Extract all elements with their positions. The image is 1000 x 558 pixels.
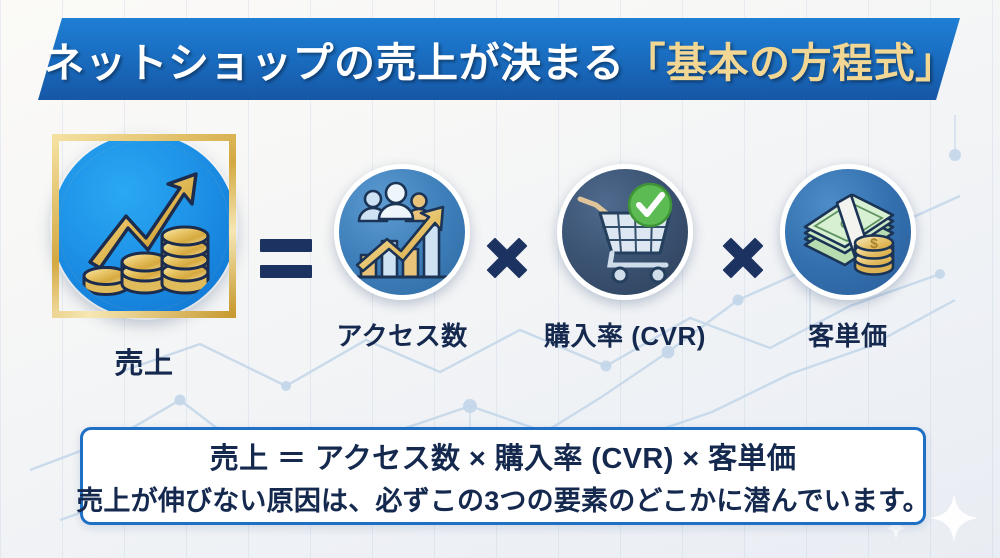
operator-times-1	[470, 190, 544, 326]
growth-chart-coins-icon	[82, 172, 210, 296]
equals-icon	[260, 238, 312, 278]
formula-box: 売上 ＝ アクセス数 × 購入率 (CVR) × 客単価 売上が伸びない原因は、…	[76, 427, 930, 525]
term-aov-label: 客単価	[808, 320, 888, 351]
term-aov[interactable]: $ 客単価	[779, 163, 916, 353]
operator-times-2	[706, 190, 780, 326]
access-circle	[334, 163, 470, 300]
people-bar-chart-arrow-icon	[353, 181, 449, 278]
equation-row: 売上	[0, 128, 1000, 388]
term-cvr[interactable]: 購入率 (CVR)	[544, 163, 706, 353]
cash-stack-coins-icon: $	[803, 193, 895, 276]
multiply-icon	[486, 237, 528, 279]
term-access-label: アクセス数	[336, 320, 468, 351]
sparkle-icon	[930, 494, 978, 542]
formula-description-text: 売上が伸びない原因は、必ずこの3つの要素のどこかに潜んでいます。	[76, 485, 930, 516]
multiply-icon-2	[722, 237, 764, 279]
formula-equation-text: 売上 ＝ アクセス数 × 購入率 (CVR) × 客単価	[209, 442, 797, 475]
title-accent-text: 「基本の方程式」	[624, 40, 957, 86]
shopping-cart-check-icon	[577, 182, 673, 283]
title-banner-shape	[38, 18, 960, 100]
term-sales[interactable]: 売上	[52, 134, 236, 382]
aov-circle: $	[779, 163, 916, 300]
operator-equals	[238, 166, 334, 350]
term-cvr-label: 購入率 (CVR)	[544, 320, 706, 351]
title-text: ネットショップの売上が決まる「基本の方程式」	[0, 18, 1000, 100]
cvr-circle	[556, 163, 693, 300]
sales-circle	[52, 134, 236, 318]
title-main-text: ネットショップの売上が決まる	[43, 40, 625, 86]
term-sales-label: 売上	[114, 348, 174, 380]
title-banner: ネットショップの売上が決まる「基本の方程式」	[0, 18, 1000, 100]
term-access[interactable]: アクセス数	[334, 163, 470, 353]
svg-text:$: $	[870, 235, 878, 251]
